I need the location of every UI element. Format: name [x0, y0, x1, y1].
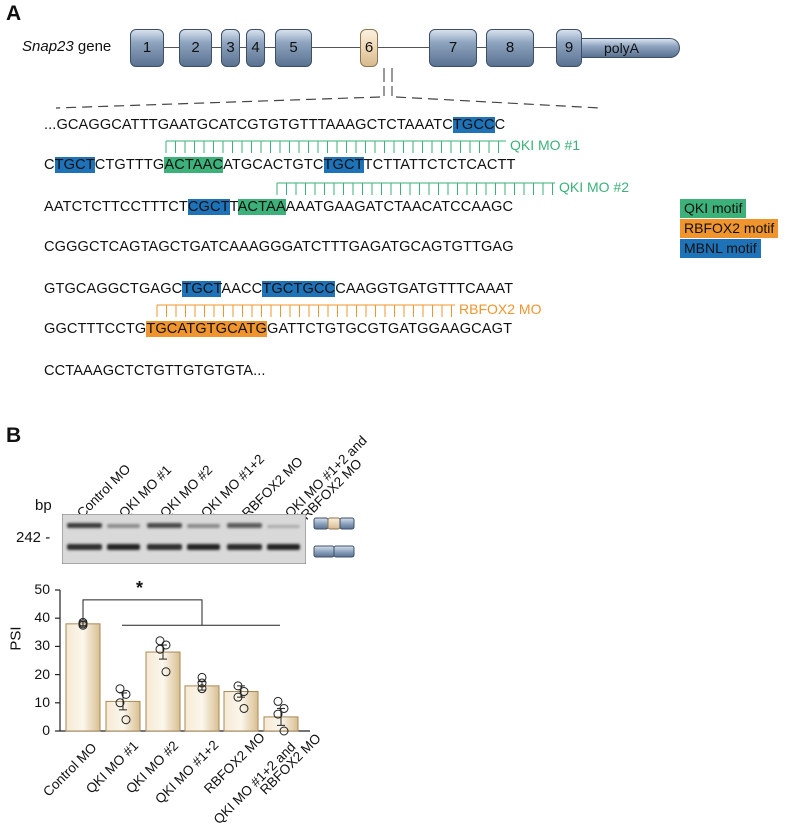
exon-9: 9	[556, 29, 582, 67]
qki-mo2-label: QKI MO #2	[559, 179, 630, 195]
sequence-segment: CTGTTTG	[94, 157, 165, 173]
legend-mbnl-motif: MBNL motif	[680, 239, 761, 258]
sequence-segment: TCTTATTCTCTCACTT	[363, 157, 516, 173]
exon-4: 4	[246, 29, 265, 67]
y-tick-label: 20	[34, 665, 50, 682]
sequence-segment: CGGGCTCAGTAGCTGATCAAAGGGATCTTTGAGATGCAGT…	[44, 239, 514, 255]
panel-a-letter: A	[6, 2, 22, 25]
data-point	[121, 715, 131, 725]
bar	[65, 623, 101, 732]
sequence-line: CCTAAAGCTCTGTTGTGTGTA...	[44, 362, 266, 380]
gel-lane-label: QKI MO #1+2 and	[282, 432, 370, 521]
data-point	[197, 672, 207, 682]
sequence-segment: GTGCAGGCTGAGC	[44, 281, 183, 297]
gel-image	[62, 514, 306, 564]
data-point	[155, 644, 165, 654]
intron-line	[160, 47, 600, 48]
y-tick-label: 50	[34, 581, 50, 597]
data-point	[197, 684, 207, 694]
y-tick-label: 10	[34, 693, 50, 710]
sequence-segment: ...GCAGGCATTTGAATGCATCGTGTGTTTAAAGCTCTAA…	[44, 117, 453, 133]
mbnl-motif: TGCT	[54, 157, 95, 173]
sequence-segment: CCTAAAGCTCTGTTGTGTGTA...	[44, 363, 266, 379]
zoom-lines	[55, 68, 601, 109]
qki-mo1-bracket	[165, 140, 506, 153]
gene-label: Snap23 gene	[22, 38, 111, 55]
data-point	[197, 678, 207, 688]
mo-brackets	[156, 140, 555, 317]
data-point	[239, 703, 249, 713]
rbfox2-motif: TGCATGTGCATG	[146, 321, 267, 337]
marker-label: 242 -	[16, 529, 51, 546]
sequence-segment: ATGCACTGTC	[223, 157, 324, 173]
qki-mo1-label: QKI MO #1	[510, 137, 581, 153]
qki-mo2-bracket	[276, 182, 555, 195]
data-point	[233, 692, 243, 702]
sequence-line: AATCTCTTCCTTTCTCGCTTACTAAAAATGAAGATCTAAC…	[44, 198, 513, 216]
data-point	[78, 620, 88, 630]
sequence-line: GGCTTTCCTGTGCATGTGCATGGATTCTGTGCGTGATGGA…	[44, 320, 512, 338]
data-point	[115, 698, 125, 708]
mbnl-motif: TGCT	[182, 281, 222, 297]
y-tick-label: 0	[42, 722, 50, 738]
qki-motif: ACTAA	[237, 199, 286, 215]
sequence-segment: GATTCTGTGCGTGATGGAAGCAGT	[267, 321, 513, 337]
psi-bar-chart	[55, 589, 310, 736]
mbnl-motif: TGCTGCC	[262, 281, 336, 297]
exon-2: 2	[179, 29, 212, 67]
exon-8: 8	[486, 29, 534, 67]
data-point	[115, 684, 125, 694]
exclusion-isoform-icon	[313, 545, 355, 558]
significance-star: *	[136, 578, 144, 598]
exon-7: 7	[429, 29, 477, 67]
data-point	[273, 696, 283, 706]
sequence-segment: C	[44, 157, 55, 173]
data-point	[273, 709, 283, 719]
bar	[145, 651, 181, 732]
exon-6: 6	[360, 29, 378, 67]
data-point	[279, 703, 289, 713]
polya-tail: polyA	[574, 38, 680, 58]
rbfox2-mo-bracket	[156, 304, 455, 317]
sequence-line: CGGGCTCAGTAGCTGATCAAAGGGATCTTTGAGATGCAGT…	[44, 238, 514, 256]
rbfox2-mo-label: RBFOX2 MO	[459, 301, 542, 317]
qki-motif: ACTAAC	[164, 157, 224, 173]
sequence-segment: T	[229, 199, 238, 215]
mbnl-motif: TGCC	[452, 117, 495, 133]
sequence-segment: CAAGGTGATGTTTCAAAT	[335, 281, 514, 297]
sequence-line: GTGCAGGCTGAGCTGCTAACCTGCTGCCCAAGGTGATGTT…	[44, 280, 513, 298]
legend-rbfox2-motif: RBFOX2 motif	[680, 219, 779, 238]
data-point	[161, 640, 171, 650]
data-point	[121, 689, 131, 699]
y-tick-label: 30	[34, 637, 50, 654]
inclusion-isoform-icon	[313, 517, 355, 530]
sequence-line: CTGCTCTGTTTGACTAACATGCACTGTCTGCTTCTTATTC…	[44, 156, 516, 174]
sequence-segment: C	[494, 117, 506, 133]
data-point	[161, 667, 171, 677]
sequence-segment: AACC	[221, 281, 263, 297]
mbnl-motif: CGCT	[187, 199, 230, 215]
mbnl-motif: TGCT	[323, 157, 364, 173]
sequence-segment: AATCTCTTCCTTTCT	[44, 199, 188, 215]
panel-b-letter: B	[6, 424, 22, 447]
data-point	[279, 726, 289, 736]
sequence-segment: AAATGAAGATCTAACATCCAAGC	[285, 199, 514, 215]
exon-5: 5	[275, 29, 312, 67]
y-axis-label: PSI	[7, 626, 25, 651]
bp-label: bp	[35, 497, 52, 514]
exon-1: 1	[130, 29, 164, 67]
data-point	[239, 687, 249, 697]
exon-3: 3	[221, 29, 240, 67]
sequence-line: ...GCAGGCATTTGAATGCATCGTGTGTTTAAAGCTCTAA…	[44, 116, 505, 134]
legend-qki-motif: QKI motif	[680, 199, 747, 218]
gene-suffix: gene	[73, 38, 112, 55]
isoform-icons	[313, 517, 355, 558]
y-tick-label: 40	[34, 609, 50, 626]
data-point	[233, 681, 243, 691]
sequence-segment: GGCTTTCCTG	[44, 321, 147, 337]
gene-name: Snap23	[22, 38, 74, 55]
significance-bracket	[82, 599, 203, 626]
